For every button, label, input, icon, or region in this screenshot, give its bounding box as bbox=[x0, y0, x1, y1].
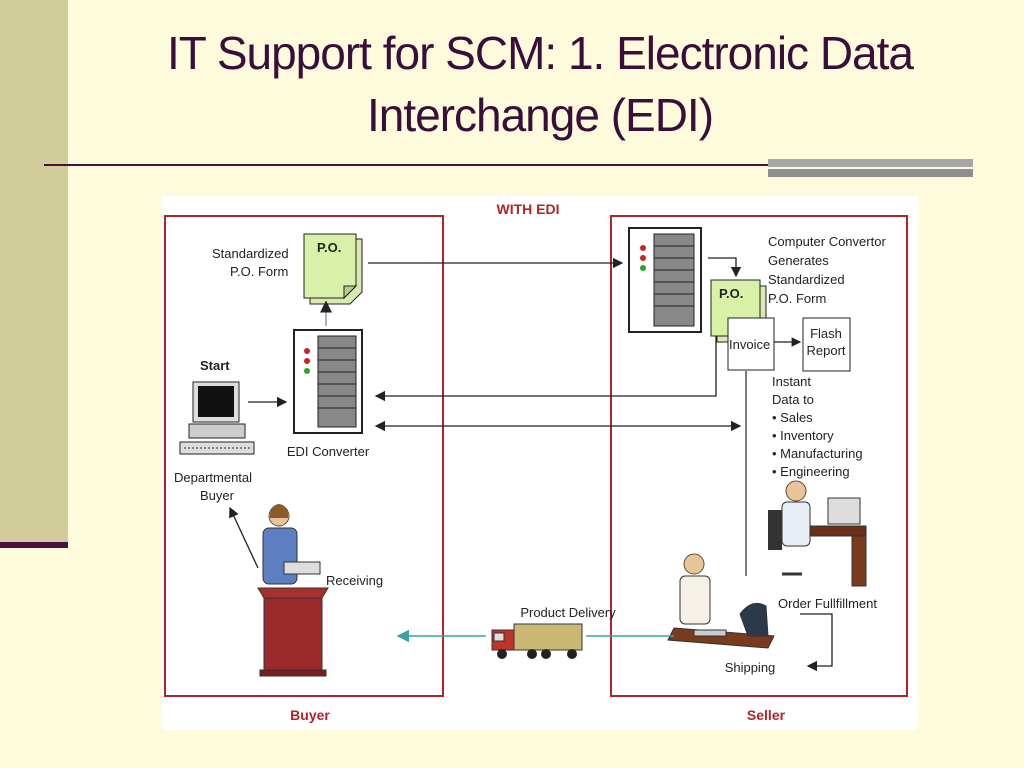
left-accent-band bbox=[0, 0, 68, 548]
receiving-to-buyer-arrow bbox=[229, 506, 259, 569]
po-document-icon bbox=[303, 233, 363, 305]
order-fulfillment-clerk-icon bbox=[768, 480, 867, 587]
instant-data-manufacturing: • Manufacturing bbox=[772, 446, 863, 461]
with-edi-heading: WITH EDI bbox=[497, 201, 560, 217]
po-doc-label: P.O. bbox=[317, 240, 341, 255]
computer-convertor-label-2: Generates bbox=[768, 253, 829, 268]
invoice-label: Invoice bbox=[729, 337, 770, 352]
shipping-label: Shipping bbox=[725, 660, 776, 675]
instant-data-inventory: • Inventory bbox=[772, 428, 834, 443]
computer-convertor-label-4: P.O. Form bbox=[768, 291, 826, 306]
receiving-podium-icon bbox=[257, 587, 329, 677]
instant-data-label-1: Instant bbox=[772, 374, 811, 389]
order-fulfillment-label: Order Fullfillment bbox=[778, 596, 877, 611]
edi-converter-label: EDI Converter bbox=[287, 444, 370, 459]
edi-diagram: WITH EDI Buyer Seller Standardized P.O. … bbox=[162, 196, 918, 730]
delivery-truck-icon bbox=[491, 623, 583, 659]
start-label: Start bbox=[200, 358, 230, 373]
title-divider-accent-bottom bbox=[768, 169, 973, 177]
instant-data-engineering: • Engineering bbox=[772, 464, 850, 479]
departmental-buyer-label-1: Departmental bbox=[174, 470, 252, 485]
slide-title-line1: IT Support for SCM: 1. Electronic Data bbox=[166, 27, 914, 79]
flash-report-label-1: Flash bbox=[810, 326, 842, 341]
edi-diagram-svg: WITH EDI Buyer Seller Standardized P.O. … bbox=[164, 201, 908, 723]
seller-to-converter-arrow bbox=[374, 336, 717, 402]
flash-report-document-icon bbox=[802, 317, 851, 372]
computer-convertor-label-3: Standardized bbox=[768, 272, 845, 287]
receiving-label: Receiving bbox=[326, 573, 383, 588]
edi-converter-server-icon bbox=[293, 329, 363, 434]
title-divider-accent-top bbox=[768, 159, 973, 167]
buyer-panel bbox=[164, 215, 444, 697]
fulfillment-to-shipping-arrow bbox=[800, 613, 833, 672]
seller-label: Seller bbox=[747, 707, 786, 723]
instant-data-sales: • Sales bbox=[772, 410, 813, 425]
buyer-label: Buyer bbox=[290, 707, 330, 723]
slide-title-line2: Interchange (EDI) bbox=[366, 89, 714, 141]
invoice-document-icon bbox=[727, 317, 775, 371]
server-to-po-arrow bbox=[708, 257, 742, 278]
standardized-po-label-1: Standardized bbox=[212, 246, 289, 261]
product-delivery-label: Product Delivery bbox=[520, 605, 616, 620]
departmental-buyer-label-2: Buyer bbox=[200, 488, 235, 503]
seller-po-doc-label: P.O. bbox=[719, 286, 743, 301]
shipping-clerk-icon bbox=[667, 553, 775, 649]
buyer-computer-icon bbox=[179, 381, 255, 455]
slide-title: IT Support for SCM: 1. Electronic Data I… bbox=[100, 22, 980, 146]
left-accent-bar bbox=[0, 542, 68, 548]
title-divider bbox=[44, 164, 770, 166]
computer-convertor-label-1: Computer Convertor bbox=[768, 234, 886, 249]
seller-server-icon bbox=[628, 227, 702, 333]
standardized-po-label-2: P.O. Form bbox=[230, 264, 288, 279]
instant-data-label-2: Data to bbox=[772, 392, 814, 407]
receiving-clerk-icon bbox=[262, 504, 321, 585]
flash-report-label-2: Report bbox=[806, 343, 845, 358]
seller-panel bbox=[610, 215, 908, 697]
